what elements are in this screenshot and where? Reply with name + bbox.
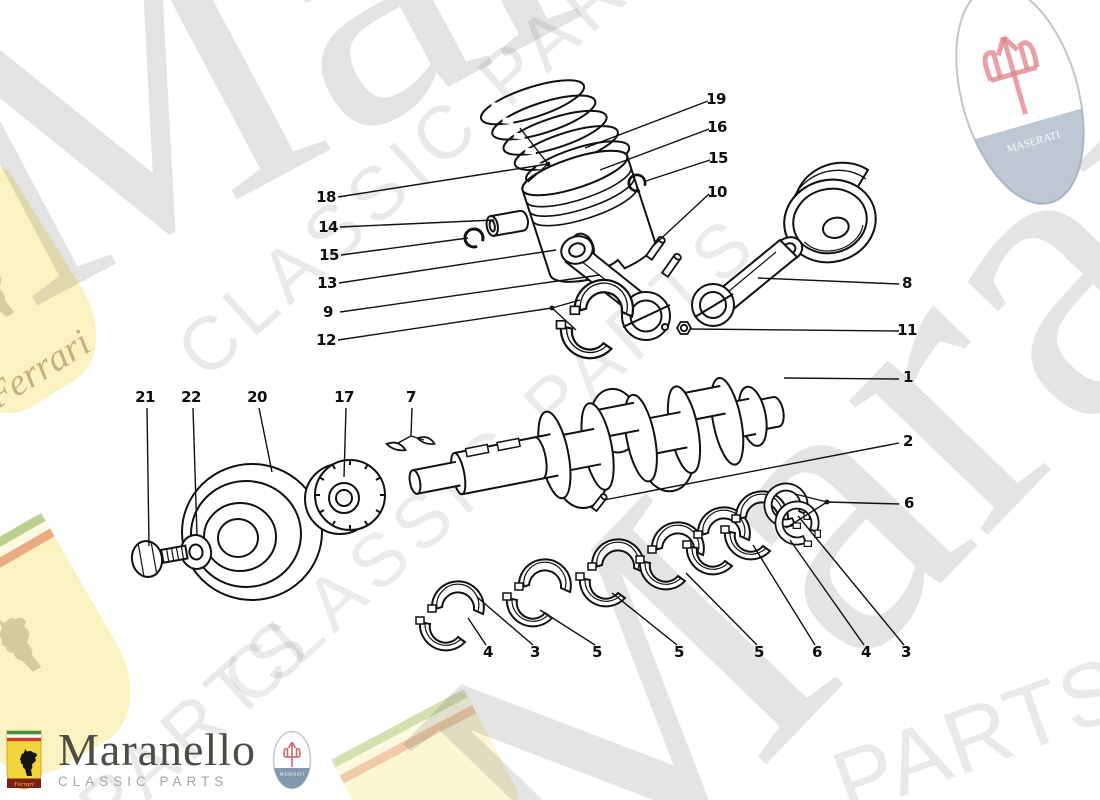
callout-3-a: 3 [530, 643, 540, 661]
trident-icon [982, 35, 1040, 115]
main-bearings-drawing [415, 482, 822, 652]
ferrari-shield-watermark-lower [0, 512, 157, 798]
callout-15-right: 15 [708, 149, 728, 167]
callout-6-right: 6 [904, 494, 914, 512]
callout-16: 16 [707, 118, 727, 136]
piston-2-drawing [783, 161, 877, 264]
callout-5-b: 5 [674, 643, 684, 661]
pulley-bolt-drawing [130, 540, 189, 578]
leader-lines [146, 100, 905, 646]
woodruff-keys-drawing [384, 436, 436, 452]
crankshaft-drawing [408, 377, 785, 510]
callout-1: 1 [903, 368, 913, 386]
dowel-pin-drawing [590, 493, 608, 513]
circlip-right-drawing [627, 173, 647, 193]
footer-brand: Maranello [58, 723, 257, 775]
callout-11: 11 [897, 321, 917, 339]
footer-logo: Ferrari Maranello CLASSIC PARTS MASERATI [6, 723, 312, 790]
maserati-oval-watermark: MASERATI [955, 0, 1085, 205]
callout-20: 20 [247, 388, 267, 406]
maserati-badge-label: MASERATI [280, 772, 305, 777]
callout-19: 19 [706, 90, 726, 108]
timing-gear-drawing [304, 459, 386, 535]
callout-21: 21 [135, 388, 155, 406]
callout-3-b: 3 [901, 643, 911, 661]
circlip-left-drawing [463, 227, 485, 249]
prancing-horse-icon [0, 263, 15, 318]
ferrari-shield-watermark-upper: Ferrari [0, 164, 122, 436]
prancing-horse-icon [0, 617, 41, 672]
callout-13: 13 [317, 274, 337, 292]
connecting-rod-2-drawing [691, 236, 804, 327]
callout-8: 8 [902, 274, 912, 292]
washer-drawing [179, 534, 213, 570]
callout-15-left: 15 [319, 246, 339, 264]
callout-22: 22 [181, 388, 201, 406]
callout-5-c: 5 [754, 643, 764, 661]
callout-9: 9 [323, 303, 333, 321]
rod-bolts-drawing [644, 235, 682, 278]
footer-tagline: CLASSIC PARTS [58, 774, 229, 790]
pulley-damper-drawing [181, 463, 323, 601]
callout-2: 2 [903, 432, 913, 450]
callout-17: 17 [334, 388, 354, 406]
trident-icon [283, 741, 301, 767]
callout-4-b: 4 [861, 643, 871, 661]
callout-6-bottom: 6 [812, 643, 822, 661]
callout-4-a: 4 [483, 643, 493, 661]
leader-junction-dots [545, 161, 830, 505]
gudgeon-pin-drawing [485, 209, 529, 237]
ferrari-badge: Ferrari [6, 730, 42, 790]
maserati-badge: MASERATI [272, 730, 312, 790]
callout-7: 7 [406, 388, 416, 406]
callout-5-a: 5 [592, 643, 602, 661]
prancing-horse-icon [20, 749, 37, 776]
callout-10: 10 [707, 183, 727, 201]
footer-wordmark: Maranello CLASSIC PARTS [58, 723, 257, 790]
rod-nut-drawing [675, 321, 693, 335]
callout-14: 14 [318, 218, 338, 236]
callout-12: 12 [316, 331, 336, 349]
callout-18: 18 [316, 188, 336, 206]
ferrari-badge-label: Ferrari [13, 781, 34, 788]
